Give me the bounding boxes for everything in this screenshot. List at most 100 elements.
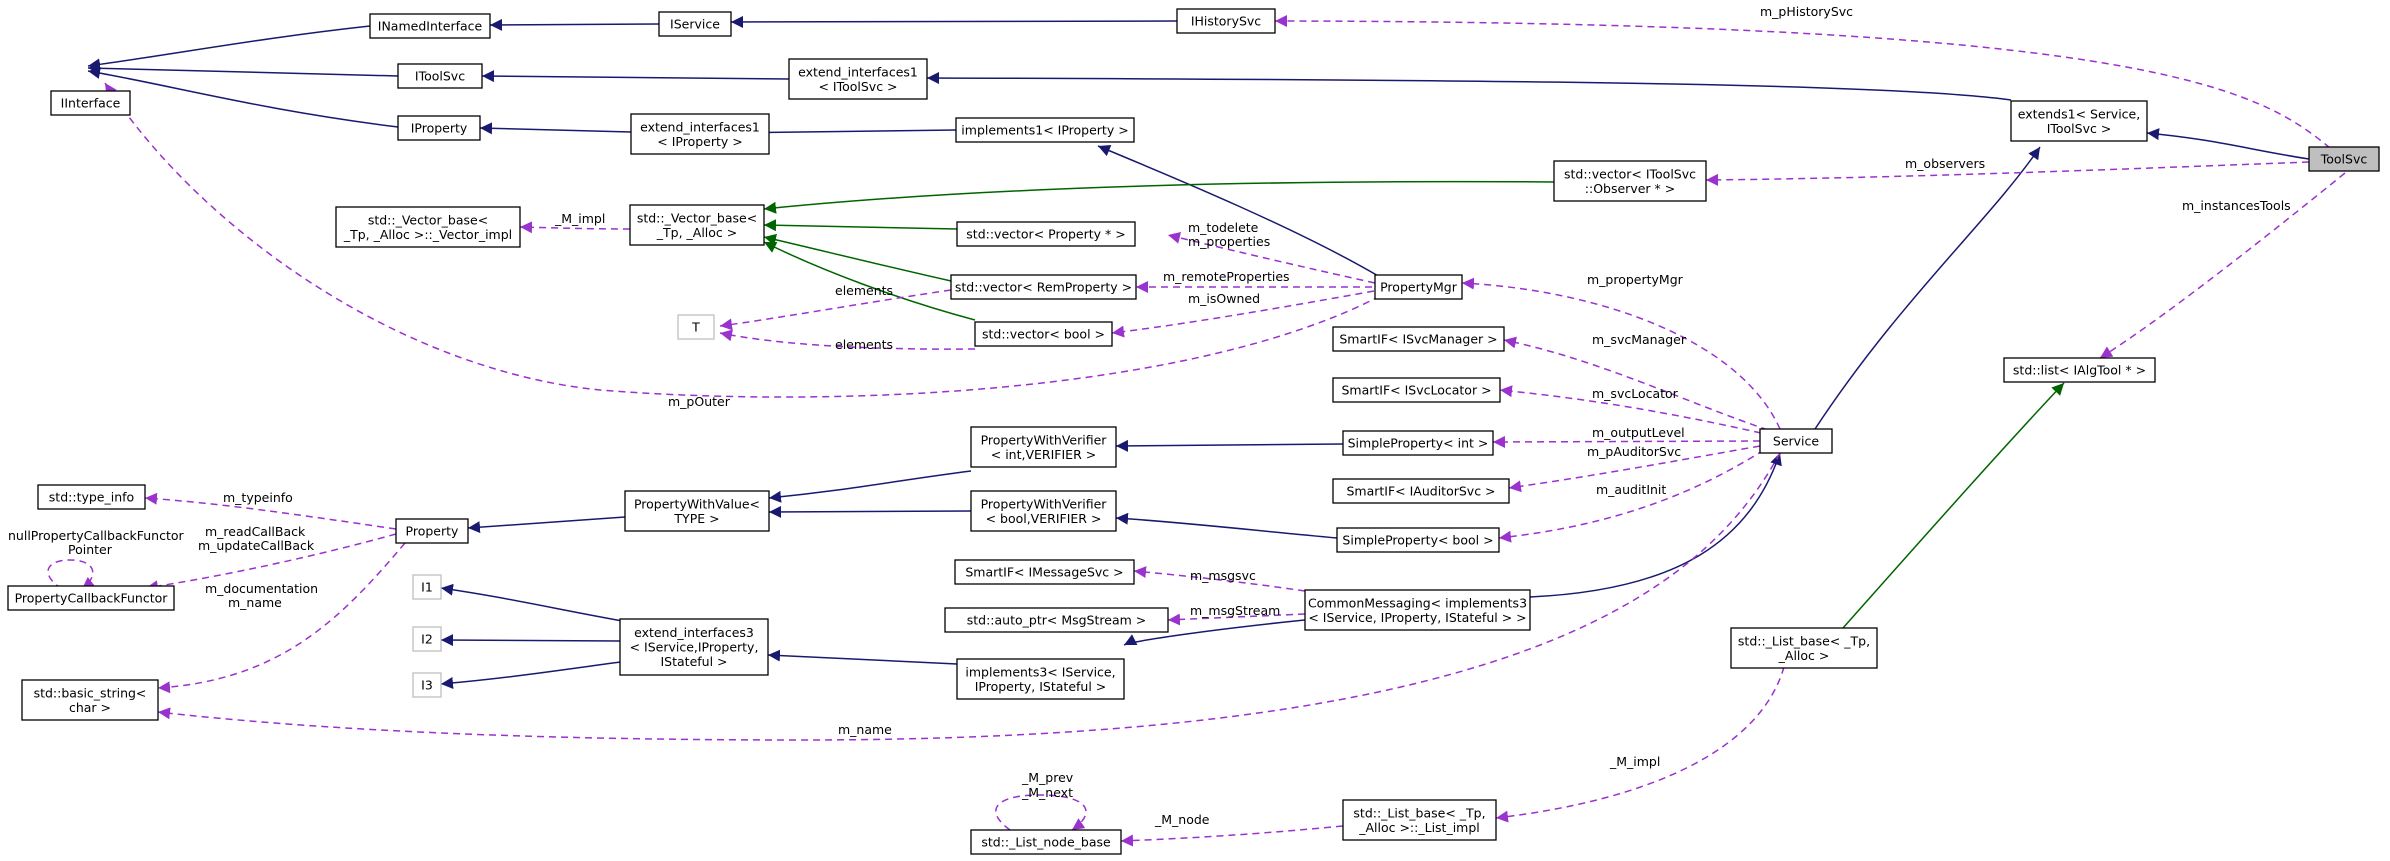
edge-m-msgstream bbox=[1167, 613, 1306, 626]
label-elements-1: elements bbox=[835, 283, 893, 298]
label-m-phistorysvc: m_pHistorySvc bbox=[1760, 4, 1853, 19]
node-label: std::basic_string< bbox=[34, 685, 147, 700]
node-i2[interactable]: I2 bbox=[412, 626, 442, 652]
node-t[interactable]: T bbox=[677, 314, 715, 340]
node-label: T bbox=[691, 320, 700, 335]
edge-m-outputlevel bbox=[1492, 435, 1761, 448]
label-null-callback-1: nullPropertyCallbackFunctor bbox=[8, 528, 184, 543]
node-propertymgr[interactable]: PropertyMgr bbox=[1374, 274, 1463, 300]
node-label: SmartIF< ISvcLocator > bbox=[1341, 383, 1491, 398]
edge-m-node bbox=[1120, 825, 1344, 847]
node-label: SmartIF< IAuditorSvc > bbox=[1346, 484, 1495, 499]
node-label: IService bbox=[670, 17, 720, 32]
node-std-type-info[interactable]: std::type_info bbox=[37, 484, 146, 510]
node-extends1-service-itoolsvc[interactable]: extends1< Service,IToolSvc > bbox=[2010, 100, 2148, 142]
edge-m-typeinfo bbox=[144, 492, 397, 530]
label-m-name-svc: m_name bbox=[838, 722, 892, 737]
node-label: _Alloc >::_List_impl bbox=[1358, 820, 1480, 835]
node-property[interactable]: Property bbox=[395, 518, 469, 544]
node-service[interactable]: Service bbox=[1759, 428, 1833, 454]
label-m-readcallback: m_readCallBack bbox=[205, 524, 306, 539]
node-vector-observer[interactable]: std::vector< IToolSvc::Observer * > bbox=[1553, 160, 1707, 202]
node-vector-bool[interactable]: std::vector< bool > bbox=[974, 321, 1113, 347]
label-m-remoteproperties: m_remoteProperties bbox=[1163, 269, 1290, 284]
edge-elements1 bbox=[719, 289, 952, 331]
label-m-instancestools: m_instancesTools bbox=[2182, 198, 2291, 213]
node-smartif-isvclocator[interactable]: SmartIF< ISvcLocator > bbox=[1332, 377, 1501, 403]
node-i1[interactable]: I1 bbox=[412, 574, 442, 600]
label-m-impl-list: _M_impl bbox=[1609, 754, 1660, 769]
node-iservice[interactable]: IService bbox=[658, 11, 732, 37]
node-ihistorysvc[interactable]: IHistorySvc bbox=[1176, 8, 1276, 34]
node-i3[interactable]: I3 bbox=[412, 672, 442, 698]
node-simpleproperty-int[interactable]: SimpleProperty< int > bbox=[1342, 430, 1494, 456]
node-vector-property[interactable]: std::vector< Property * > bbox=[956, 221, 1136, 247]
node-list-base[interactable]: std::_List_base< _Tp,_Alloc > bbox=[1730, 627, 1878, 669]
node-label: std::list< IAlgTool * > bbox=[2013, 363, 2146, 378]
node-iproperty[interactable]: IProperty bbox=[397, 115, 481, 141]
edge-m-auditinit bbox=[1498, 449, 1765, 543]
node-iinterface[interactable]: IInterface bbox=[50, 90, 131, 116]
node-label: IInterface bbox=[61, 96, 121, 111]
node-label: PropertyWithValue< bbox=[634, 496, 760, 511]
edge-extitoolsvc-itoolsvc bbox=[481, 70, 790, 83]
node-list-node-base[interactable]: std::_List_node_base bbox=[970, 829, 1122, 855]
node-label: ToolSvc bbox=[2320, 152, 2368, 167]
node-extend-interfaces1-iproperty[interactable]: extend_interfaces1< IProperty > bbox=[630, 113, 770, 155]
node-toolsvc[interactable]: ToolSvc bbox=[2308, 146, 2380, 172]
node-label: TYPE > bbox=[673, 511, 719, 526]
node-auto-ptr-msgstream[interactable]: std::auto_ptr< MsgStream > bbox=[944, 607, 1169, 633]
node-simpleproperty-bool[interactable]: SimpleProperty< bool > bbox=[1336, 527, 1500, 553]
node-inamedinterface[interactable]: INamedInterface bbox=[369, 13, 491, 39]
edge-ihistorysvc-iservice bbox=[730, 15, 1178, 28]
node-vector-remproperty[interactable]: std::vector< RemProperty > bbox=[950, 274, 1137, 300]
node-vector-base[interactable]: std::_Vector_base<_Tp, _Alloc > bbox=[629, 204, 765, 246]
edge-m-svcmanager bbox=[1503, 336, 1769, 431]
node-smartif-iauditorsvc[interactable]: SmartIF< IAuditorSvc > bbox=[1332, 478, 1510, 504]
edge-toolsvc-extends1 bbox=[2146, 128, 2310, 160]
node-label: < IToolSvc > bbox=[818, 79, 897, 94]
edge-m-pouter bbox=[104, 82, 1381, 398]
label-m-updatecallback: m_updateCallBack bbox=[198, 538, 315, 553]
node-propertywithverifier-bool[interactable]: PropertyWithVerifier< bool,VERIFIER > bbox=[970, 490, 1117, 532]
edge-m-prev-next-self bbox=[995, 794, 1087, 831]
node-propertywithverifier-int[interactable]: PropertyWithVerifier< int,VERIFIER > bbox=[970, 426, 1117, 468]
node-label: PropertyMgr bbox=[1380, 280, 1458, 295]
node-list-base-impl[interactable]: std::_List_base< _Tp,_Alloc >::_List_imp… bbox=[1342, 799, 1497, 841]
label-m-outputlevel: m_outputLevel bbox=[1592, 425, 1685, 440]
edge-commonmessaging-impl3 bbox=[1123, 616, 1336, 646]
label-m-propertymgr: m_propertyMgr bbox=[1587, 272, 1684, 287]
label-m-prev: _M_prev bbox=[1021, 770, 1074, 785]
node-label: std::_Vector_base< bbox=[637, 210, 757, 225]
edge-m-instancestools bbox=[2099, 172, 2346, 359]
node-propertycallbackfunctor[interactable]: PropertyCallbackFunctor bbox=[7, 585, 175, 611]
node-label: _Tp, _Alloc >::_Vector_impl bbox=[343, 227, 512, 242]
edge-elements2 bbox=[719, 329, 976, 350]
label-m-pouter: m_pOuter bbox=[668, 394, 731, 409]
label-m-next: _M_next bbox=[1021, 785, 1073, 800]
node-label: std::type_info bbox=[49, 490, 134, 505]
node-label: std::_Vector_base< bbox=[368, 212, 488, 227]
label-m-observers: m_observers bbox=[1905, 156, 1985, 171]
node-label: ::Observer * > bbox=[1585, 181, 1675, 196]
node-implements3[interactable]: implements3< IService,IProperty, IStatef… bbox=[956, 658, 1125, 700]
node-list-ialgtool[interactable]: std::list< IAlgTool * > bbox=[2003, 357, 2156, 383]
node-basic-string[interactable]: std::basic_string<char > bbox=[21, 679, 159, 721]
node-vector-base-impl[interactable]: std::_Vector_base<_Tp, _Alloc >::_Vector… bbox=[335, 206, 521, 248]
node-propertywithvalue[interactable]: PropertyWithValue<TYPE > bbox=[624, 490, 770, 532]
node-commonmessaging[interactable]: CommonMessaging< implements3< IService, … bbox=[1304, 589, 1531, 631]
node-smartif-imessagesvc[interactable]: SmartIF< IMessageSvc > bbox=[954, 559, 1135, 585]
node-label: < IService, IProperty, IStateful > > bbox=[1308, 610, 1526, 625]
node-label: std::vector< RemProperty > bbox=[955, 280, 1132, 295]
node-smartif-isvcmanager[interactable]: SmartIF< ISvcManager > bbox=[1332, 326, 1505, 352]
node-implements1-iproperty[interactable]: implements1< IProperty > bbox=[955, 117, 1135, 143]
node-label: PropertyWithVerifier bbox=[981, 432, 1108, 447]
node-extend-interfaces3[interactable]: extend_interfaces3< IService,IProperty,I… bbox=[619, 618, 769, 676]
node-label: extend_interfaces1 bbox=[640, 119, 760, 134]
edge-m-propertymgr bbox=[1461, 277, 1781, 430]
edge-propertywithvalue-property bbox=[467, 516, 626, 534]
node-extend-interfaces1-itoolsvc[interactable]: extend_interfaces1< IToolSvc > bbox=[788, 58, 928, 100]
label-elements-2: elements bbox=[835, 337, 893, 352]
node-itoolsvc[interactable]: IToolSvc bbox=[397, 63, 483, 89]
node-label: < bool,VERIFIER > bbox=[986, 511, 1102, 526]
